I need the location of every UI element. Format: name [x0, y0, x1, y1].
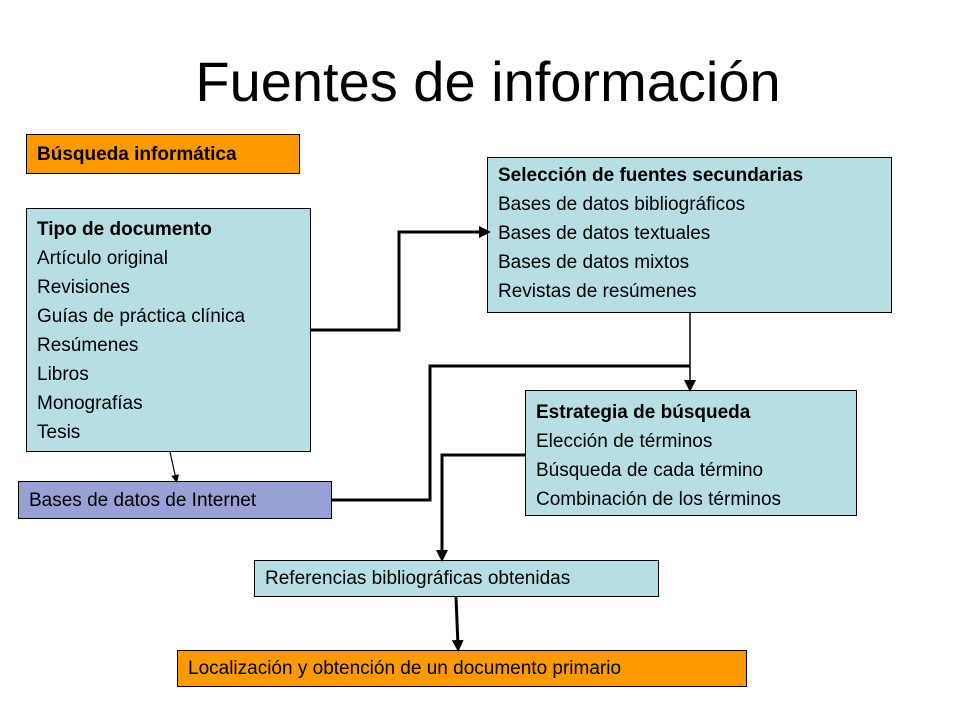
- referencias-box: Referencias bibliográficas obtenidas: [254, 560, 659, 597]
- seleccion-fuentes-box: Selección de fuentes secundarias Bases d…: [487, 157, 892, 313]
- connector-tipo-to-bases: [169, 451, 180, 483]
- tipo-documento-item: Tesis: [37, 422, 81, 443]
- connector-referencias-to-localizacion: [451, 596, 464, 652]
- connector-estrategia-to-referencias: [436, 453, 525, 562]
- tipo-documento-item: Artículo original: [37, 248, 168, 269]
- estrategia-busqueda-box: Estrategia de búsqueda Elección de térmi…: [525, 390, 857, 516]
- localizacion-box: Localización y obtención de un documento…: [177, 650, 747, 687]
- seleccion-fuentes-item: Bases de datos bibliográficos: [498, 194, 746, 215]
- busqueda-informatica-label: Búsqueda informática: [37, 144, 237, 165]
- tipo-documento-item: Revisiones: [37, 277, 130, 298]
- connector-bases-to-estrategia: [332, 364, 690, 502]
- bases-internet-label: Bases de datos de Internet: [29, 490, 257, 511]
- estrategia-busqueda-item: Búsqueda de cada término: [536, 460, 764, 481]
- bases-internet-box: Bases de datos de Internet: [18, 481, 332, 519]
- seleccion-fuentes-item: Bases de datos mixtos: [498, 252, 690, 273]
- seleccion-fuentes-item: Bases de datos textuales: [498, 223, 711, 244]
- tipo-documento-item: Resúmenes: [37, 335, 139, 356]
- busqueda-informatica-box: Búsqueda informática: [26, 134, 300, 174]
- seleccion-fuentes-heading: Selección de fuentes secundarias: [498, 165, 804, 186]
- seleccion-fuentes-item: Revistas de resúmenes: [498, 281, 697, 302]
- estrategia-busqueda-heading: Estrategia de búsqueda: [536, 402, 751, 423]
- estrategia-busqueda-item: Elección de términos: [536, 431, 713, 452]
- referencias-label: Referencias bibliográficas obtenidas: [265, 568, 571, 589]
- localizacion-label: Localización y obtención de un documento…: [188, 658, 622, 679]
- connector-tipo-to-seleccion: [311, 226, 491, 332]
- tipo-documento-heading: Tipo de documento: [37, 219, 212, 240]
- tipo-documento-item: Libros: [37, 364, 89, 385]
- tipo-documento-item: Guías de práctica clínica: [37, 306, 246, 327]
- estrategia-busqueda-item: Combinación de los términos: [536, 489, 782, 510]
- tipo-documento-item: Monografías: [37, 393, 143, 414]
- page-title: Fuentes de información: [195, 50, 781, 113]
- tipo-documento-box: Tipo de documento Artículo original Revi…: [26, 208, 311, 452]
